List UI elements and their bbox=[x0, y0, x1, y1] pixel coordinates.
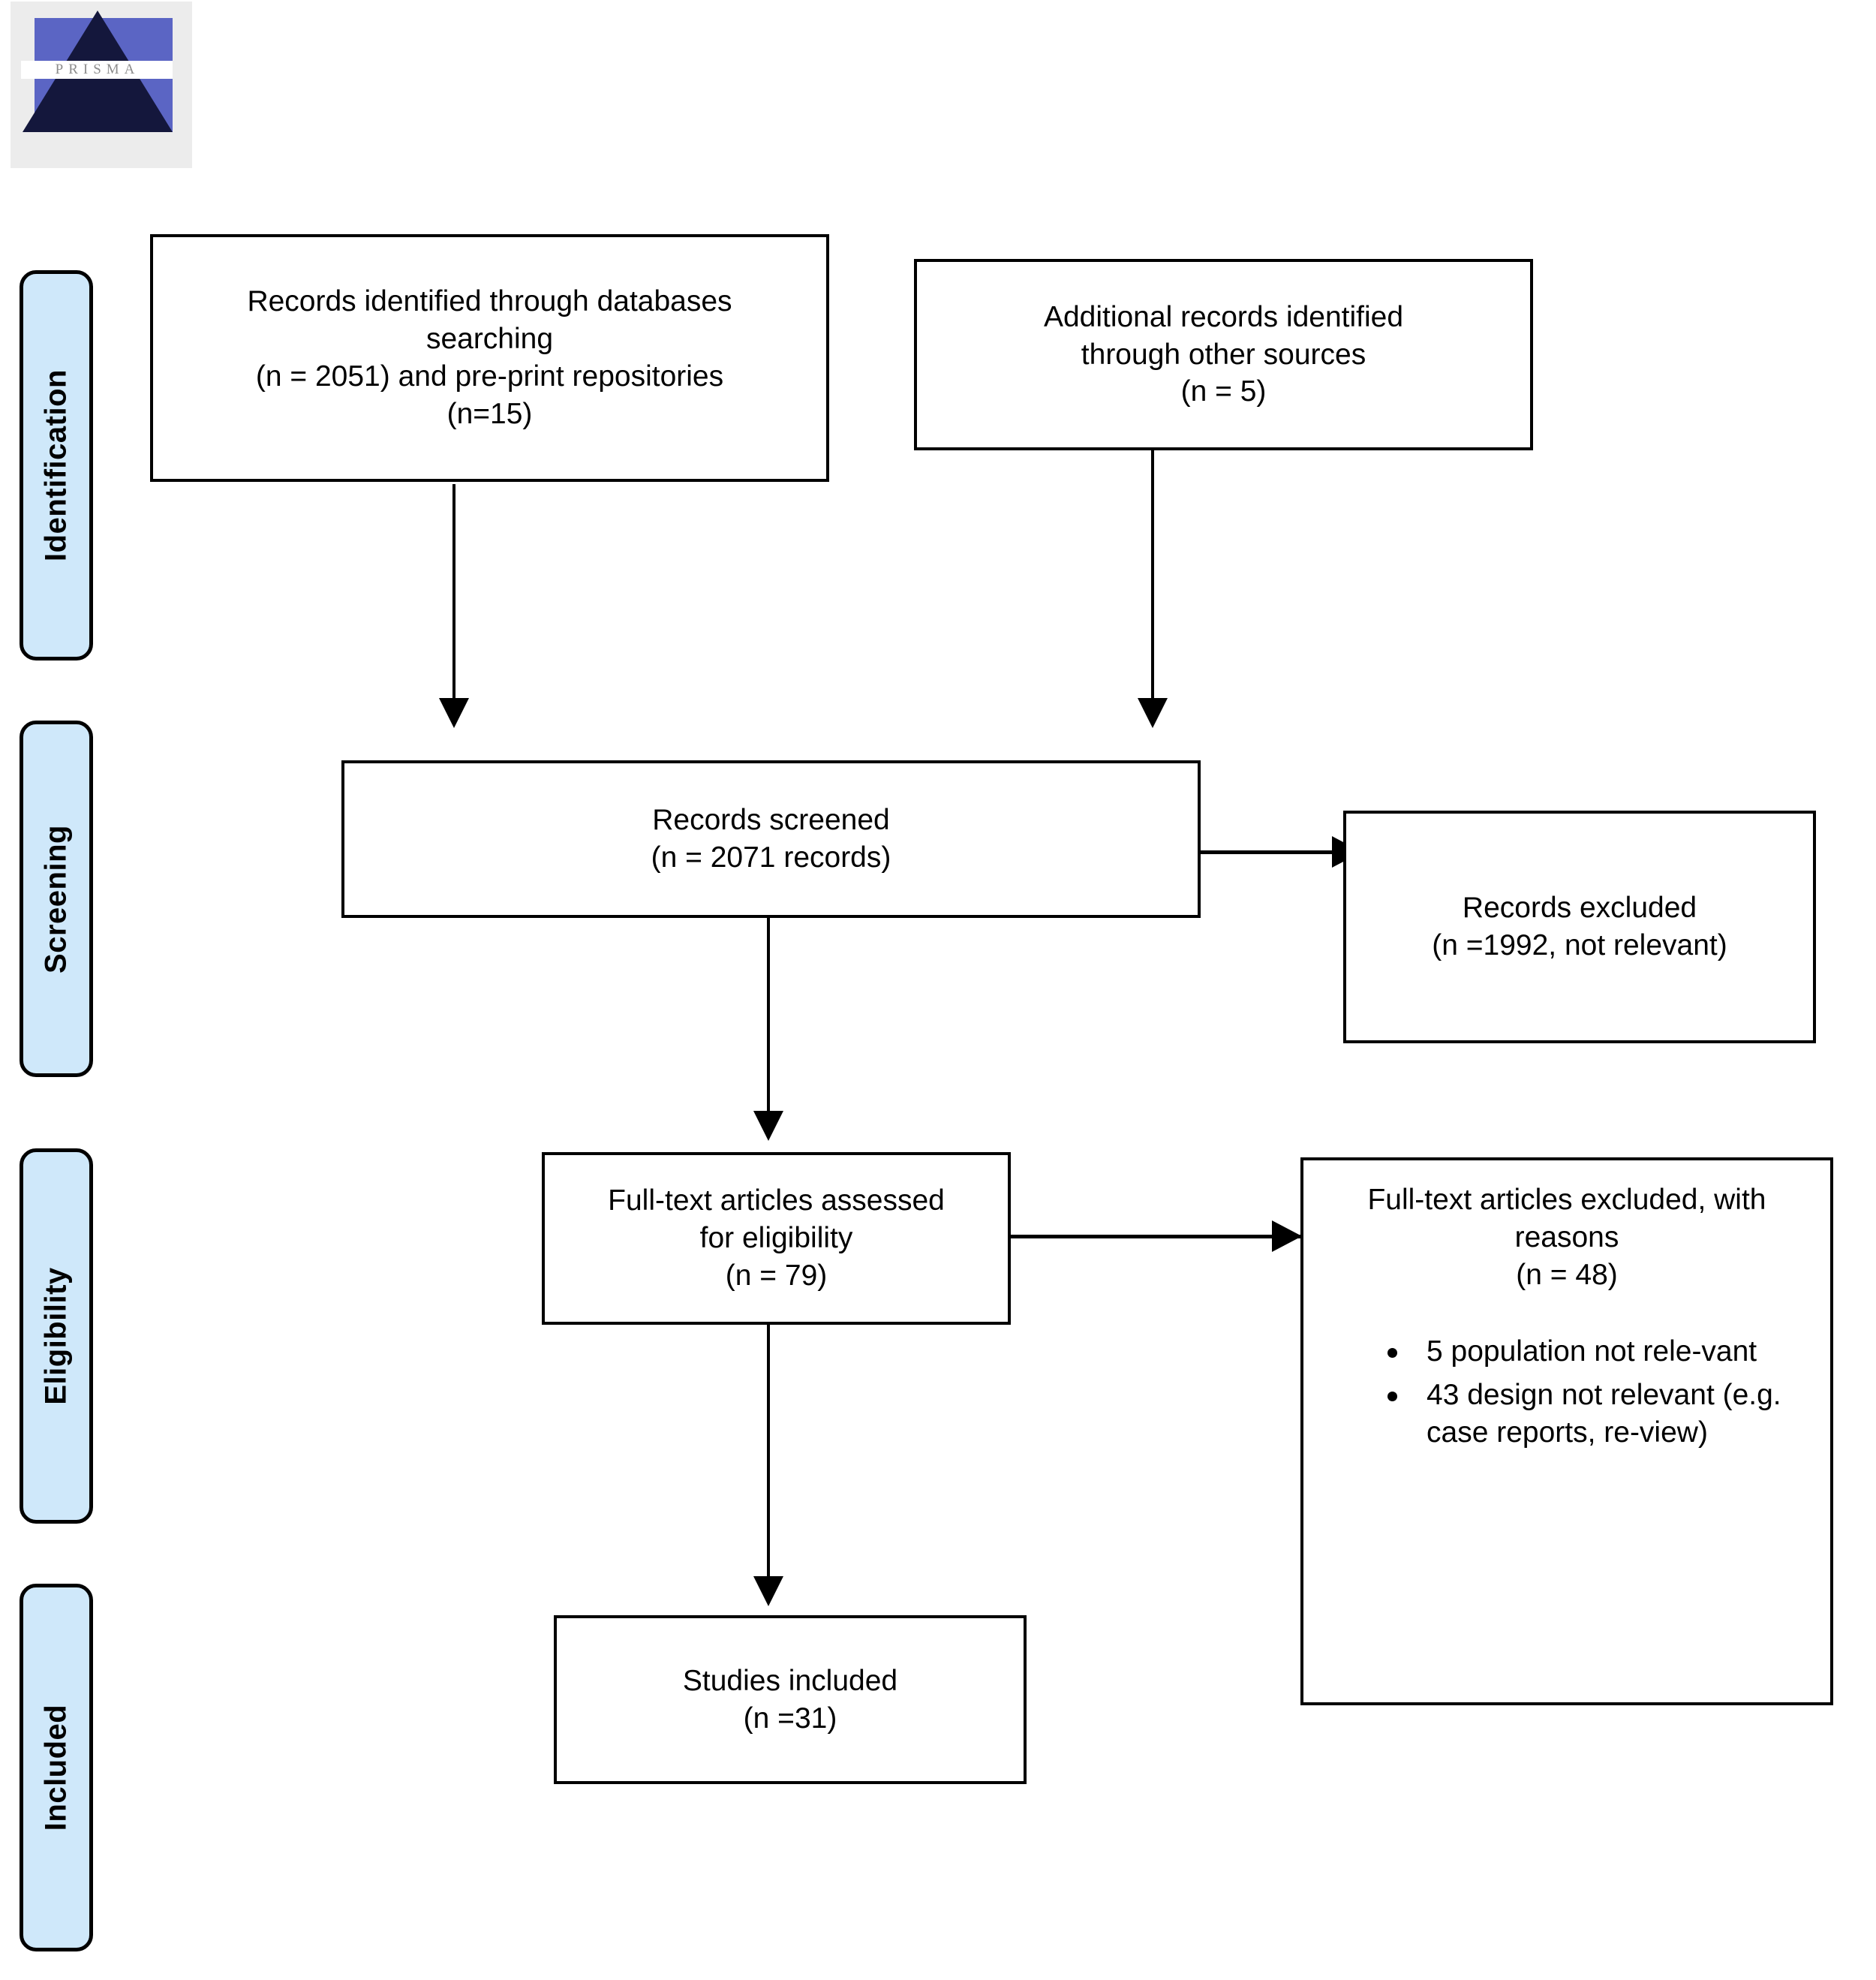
stage-label-eligibility: Eligibility bbox=[39, 1267, 73, 1405]
fulltext-assessed-line-2: for eligibility bbox=[699, 1222, 853, 1255]
connector-identified-to-screened bbox=[452, 484, 455, 704]
records-screened-line-2: (n = 2071 records) bbox=[651, 841, 891, 874]
logo-white-band bbox=[21, 61, 173, 79]
records-identified-line-3: (n = 2051) and pre-print repositories bbox=[255, 360, 724, 393]
stage-label-included: Included bbox=[39, 1704, 73, 1831]
box-fulltext-assessed: Full-text articles assessed for eligibil… bbox=[542, 1152, 1011, 1325]
box-records-excluded: Records excluded (n =1992, not relevant) bbox=[1343, 811, 1816, 1043]
records-screened-line-1: Records screened bbox=[652, 804, 890, 837]
connector-screened-to-fulltext bbox=[767, 918, 770, 1117]
stage-pill-screening: Screening bbox=[20, 721, 93, 1077]
stage-pill-eligibility: Eligibility bbox=[20, 1148, 93, 1524]
box-additional-records: Additional records identified through ot… bbox=[914, 259, 1533, 450]
connector-screened-to-excluded bbox=[1201, 850, 1362, 854]
connector-fulltext-to-included bbox=[767, 1325, 770, 1584]
additional-records-line-2: through other sources bbox=[1081, 338, 1366, 371]
logo-text: PRISMA bbox=[55, 62, 140, 77]
fulltext-excluded-line-1: Full-text articles excluded, with bbox=[1367, 1184, 1766, 1216]
records-identified-line-1: Records identified through databases bbox=[247, 285, 732, 318]
stage-label-identification: Identification bbox=[39, 369, 73, 561]
connector-additional-to-screened bbox=[1151, 450, 1154, 704]
fulltext-assessed-line-3: (n = 79) bbox=[725, 1259, 828, 1292]
box-studies-included: Studies included (n =31) bbox=[554, 1615, 1027, 1784]
records-identified-line-4: (n=15) bbox=[446, 397, 533, 430]
studies-included-line-1: Studies included bbox=[682, 1664, 898, 1697]
arrowhead-screened-to-fulltext bbox=[753, 1111, 783, 1141]
records-excluded-line-2: (n =1992, not relevant) bbox=[1432, 929, 1727, 961]
stage-pill-identification: Identification bbox=[20, 270, 93, 661]
arrowhead-fulltext-to-included bbox=[753, 1576, 783, 1606]
box-fulltext-excluded-with-reasons: Full-text articles excluded, with reason… bbox=[1300, 1157, 1833, 1705]
box-records-identified: Records identified through databases sea… bbox=[150, 234, 829, 482]
list-item: 43 design not relevant (e.g. case report… bbox=[1383, 1377, 1823, 1452]
fulltext-excluded-line-2: reasons bbox=[1514, 1220, 1619, 1253]
prisma-logo: PRISMA bbox=[11, 2, 192, 168]
stage-pill-included: Included bbox=[20, 1584, 93, 1951]
records-excluded-line-1: Records excluded bbox=[1462, 892, 1697, 925]
exclusion-reason-list: 5 population not rele-vant 43 design not… bbox=[1311, 1333, 1823, 1458]
fulltext-excluded-heading: Full-text articles excluded, with reason… bbox=[1311, 1181, 1823, 1294]
arrowhead-additional-to-screened bbox=[1138, 698, 1168, 728]
additional-records-line-1: Additional records identified bbox=[1043, 300, 1404, 333]
list-item: 5 population not rele-vant bbox=[1383, 1333, 1823, 1371]
arrowhead-fulltext-to-excluded-reasons bbox=[1272, 1220, 1302, 1252]
records-identified-line-2: searching bbox=[425, 323, 554, 356]
additional-records-line-3: (n = 5) bbox=[1180, 375, 1267, 408]
studies-included-line-2: (n =31) bbox=[743, 1702, 837, 1735]
stage-label-screening: Screening bbox=[39, 824, 73, 973]
fulltext-excluded-line-3: (n = 48) bbox=[1516, 1258, 1618, 1291]
arrowhead-identified-to-screened bbox=[439, 698, 469, 728]
connector-fulltext-to-excluded-reasons bbox=[1011, 1235, 1303, 1238]
box-records-screened: Records screened (n = 2071 records) bbox=[341, 760, 1201, 918]
fulltext-assessed-line-1: Full-text articles assessed bbox=[608, 1184, 945, 1217]
